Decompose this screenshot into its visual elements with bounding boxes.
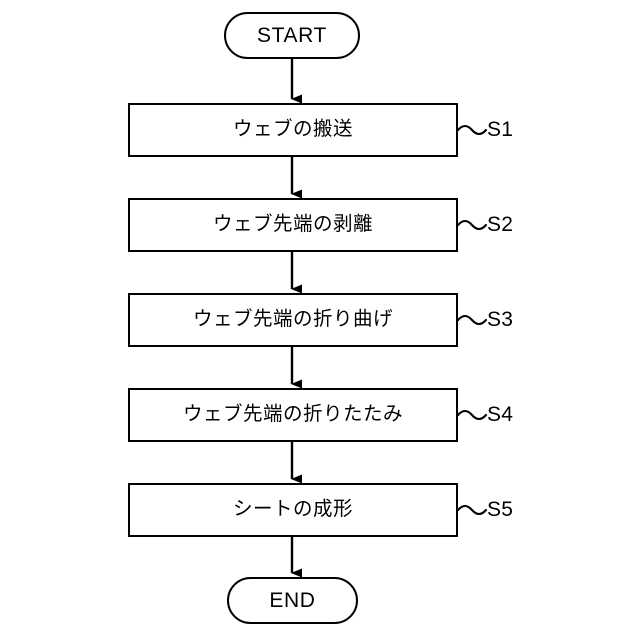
leader-line-s1 (456, 124, 488, 136)
process-node-s1-label: ウェブの搬送 (232, 118, 353, 141)
process-node-s3: ウェブ先端の折り曲げ (128, 293, 458, 347)
leader-line-s2 (456, 219, 488, 231)
end-node-label: END (269, 589, 316, 612)
process-node-s2: ウェブ先端の剥離 (128, 198, 458, 252)
step-ref-s3: S3 (487, 308, 514, 331)
leader-line-s3 (456, 314, 488, 326)
step-ref-s2: S2 (487, 213, 514, 236)
process-node-s1: ウェブの搬送 (128, 103, 458, 157)
start-node-label: START (257, 24, 327, 47)
start-node: START (224, 12, 360, 59)
leader-line-s5 (456, 504, 488, 516)
process-node-s4: ウェブ先端の折りたたみ (128, 388, 458, 442)
leader-line-s4 (456, 409, 488, 421)
step-ref-s4: S4 (487, 403, 514, 426)
process-node-s2-label: ウェブ先端の剥離 (212, 213, 373, 236)
process-node-s5-label: シートの成形 (232, 498, 353, 521)
end-node: END (227, 577, 358, 624)
process-node-s5: シートの成形 (128, 483, 458, 537)
process-node-s4-label: ウェブ先端の折りたたみ (182, 403, 403, 426)
step-ref-s1: S1 (487, 118, 514, 141)
process-node-s3-label: ウェブ先端の折り曲げ (192, 308, 393, 331)
step-ref-s5: S5 (487, 498, 514, 521)
